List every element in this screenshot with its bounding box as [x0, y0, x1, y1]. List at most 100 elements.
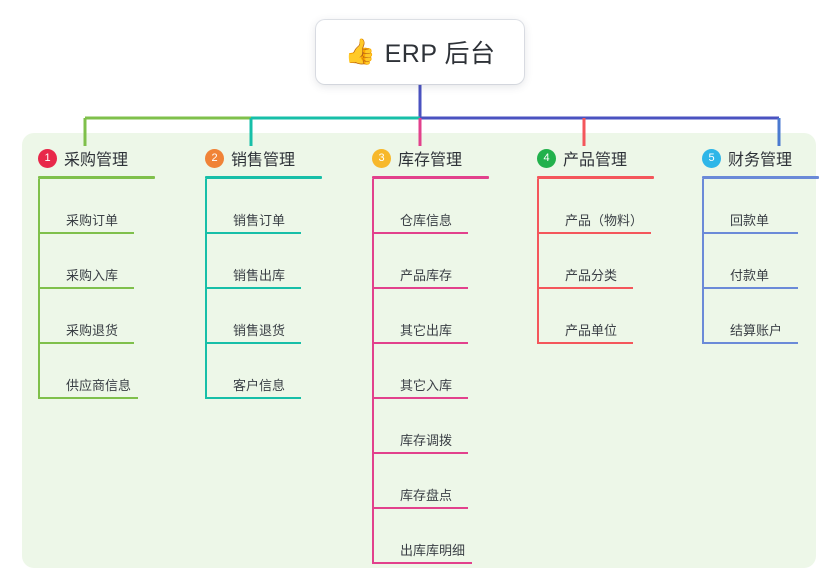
branch-underline	[372, 176, 489, 179]
leaf-item-label: 采购订单	[66, 213, 119, 228]
leaf-item-label: 回款单	[730, 213, 770, 228]
leaf-item-underline	[702, 342, 798, 344]
leaf-item-underline	[372, 397, 468, 399]
branch-item-list: 采购订单采购入库采购退货供应商信息	[38, 179, 155, 399]
leaf-item-underline	[372, 342, 468, 344]
leaf-item[interactable]: 回款单	[702, 179, 819, 234]
leaf-item-underline	[702, 287, 798, 289]
branch-title: 财务管理	[728, 152, 793, 169]
branch-spine	[372, 179, 374, 564]
branch-number-badge: 2	[205, 148, 224, 168]
branch-header-3[interactable]: 3 库存管理	[372, 146, 489, 170]
leaf-item-underline	[372, 287, 468, 289]
leaf-item-underline	[205, 397, 301, 399]
leaf-item[interactable]: 产品分类	[537, 234, 654, 289]
leaf-item-underline	[537, 232, 651, 234]
branch-number-badge: 5	[702, 148, 721, 168]
leaf-item-underline	[702, 232, 798, 234]
leaf-item[interactable]: 其它入库	[372, 344, 489, 399]
leaf-item[interactable]: 销售订单	[205, 179, 322, 234]
page-title: ERP 后台	[384, 40, 496, 68]
leaf-item-label: 付款单	[730, 268, 770, 283]
leaf-item[interactable]: 采购订单	[38, 179, 155, 234]
thumbs-up-icon: 👍	[344, 37, 376, 66]
leaf-item[interactable]: 库存盘点	[372, 454, 489, 509]
diagram-panel	[22, 133, 816, 568]
leaf-item-underline	[537, 342, 633, 344]
leaf-item-label: 客户信息	[233, 378, 286, 393]
branch-header-5[interactable]: 5 财务管理	[702, 146, 819, 170]
leaf-item[interactable]: 付款单	[702, 234, 819, 289]
leaf-item[interactable]: 采购入库	[38, 234, 155, 289]
branch-item-list: 回款单付款单结算账户	[702, 179, 819, 344]
leaf-item-underline	[372, 452, 468, 454]
branch-underline	[205, 176, 322, 179]
branch-header-4[interactable]: 4 产品管理	[537, 146, 654, 170]
branch-spine	[702, 179, 704, 344]
leaf-item[interactable]: 销售退货	[205, 289, 322, 344]
leaf-item[interactable]: 产品（物料）	[537, 179, 654, 234]
leaf-item-label: 销售退货	[233, 323, 286, 338]
branch-column-1: 1 采购管理采购订单采购入库采购退货供应商信息	[38, 146, 155, 399]
leaf-item-underline	[372, 507, 468, 509]
leaf-item-label: 库存调拨	[400, 433, 453, 448]
leaf-item[interactable]: 出库库明细	[372, 509, 489, 564]
branch-number-badge: 4	[537, 148, 556, 168]
branch-title: 采购管理	[64, 152, 129, 169]
leaf-item[interactable]: 客户信息	[205, 344, 322, 399]
leaf-item-label: 结算账户	[730, 323, 783, 338]
branch-column-5: 5 财务管理回款单付款单结算账户	[702, 146, 819, 344]
leaf-item-underline	[38, 287, 134, 289]
branch-number-badge: 3	[372, 148, 391, 168]
leaf-item-label: 产品单位	[565, 323, 618, 338]
leaf-item[interactable]: 产品库存	[372, 234, 489, 289]
leaf-item-label: 采购退货	[66, 323, 119, 338]
leaf-item-underline	[38, 397, 138, 399]
leaf-item-label: 其它出库	[400, 323, 453, 338]
leaf-item[interactable]: 结算账户	[702, 289, 819, 344]
leaf-item-underline	[205, 232, 301, 234]
leaf-item-label: 仓库信息	[400, 213, 453, 228]
branch-spine	[537, 179, 539, 344]
branch-header-1[interactable]: 1 采购管理	[38, 146, 155, 170]
branch-item-list: 产品（物料） 产品分类产品单位	[537, 179, 654, 344]
leaf-item-label: 采购入库	[66, 268, 119, 283]
branch-underline	[38, 176, 155, 179]
branch-spine	[205, 179, 207, 399]
leaf-item[interactable]: 产品单位	[537, 289, 654, 344]
leaf-item[interactable]: 库存调拨	[372, 399, 489, 454]
leaf-item-label: 产品分类	[565, 268, 618, 283]
leaf-item[interactable]: 采购退货	[38, 289, 155, 344]
leaf-item-underline	[372, 562, 472, 564]
leaf-item-underline	[205, 287, 301, 289]
root-node[interactable]: 👍 ERP 后台	[316, 20, 524, 84]
leaf-item-underline	[38, 232, 134, 234]
branch-spine	[38, 179, 40, 399]
branch-item-list: 仓库信息产品库存其它出库其它入库库存调拨库存盘点出库库明细	[372, 179, 489, 564]
leaf-item-label: 供应商信息	[66, 378, 132, 393]
leaf-item[interactable]: 仓库信息	[372, 179, 489, 234]
branch-underline	[702, 176, 819, 179]
branch-underline	[537, 176, 654, 179]
leaf-item-underline	[372, 232, 468, 234]
leaf-item[interactable]: 其它出库	[372, 289, 489, 344]
leaf-item[interactable]: 销售出库	[205, 234, 322, 289]
leaf-item-label: 库存盘点	[400, 488, 453, 503]
leaf-item-label: 销售出库	[233, 268, 286, 283]
branch-number-badge: 1	[38, 148, 57, 168]
branch-column-3: 3 库存管理仓库信息产品库存其它出库其它入库库存调拨库存盘点出库库明细	[372, 146, 489, 564]
branch-title: 产品管理	[563, 152, 628, 169]
leaf-item-label: 销售订单	[233, 213, 286, 228]
leaf-item-underline	[38, 342, 134, 344]
branch-title: 库存管理	[398, 152, 463, 169]
leaf-item-label: 产品（物料）	[565, 213, 644, 228]
leaf-item-underline	[205, 342, 301, 344]
leaf-item-label: 其它入库	[400, 378, 453, 393]
leaf-item[interactable]: 供应商信息	[38, 344, 155, 399]
branch-item-list: 销售订单销售出库销售退货客户信息	[205, 179, 322, 399]
leaf-item-underline	[537, 287, 633, 289]
